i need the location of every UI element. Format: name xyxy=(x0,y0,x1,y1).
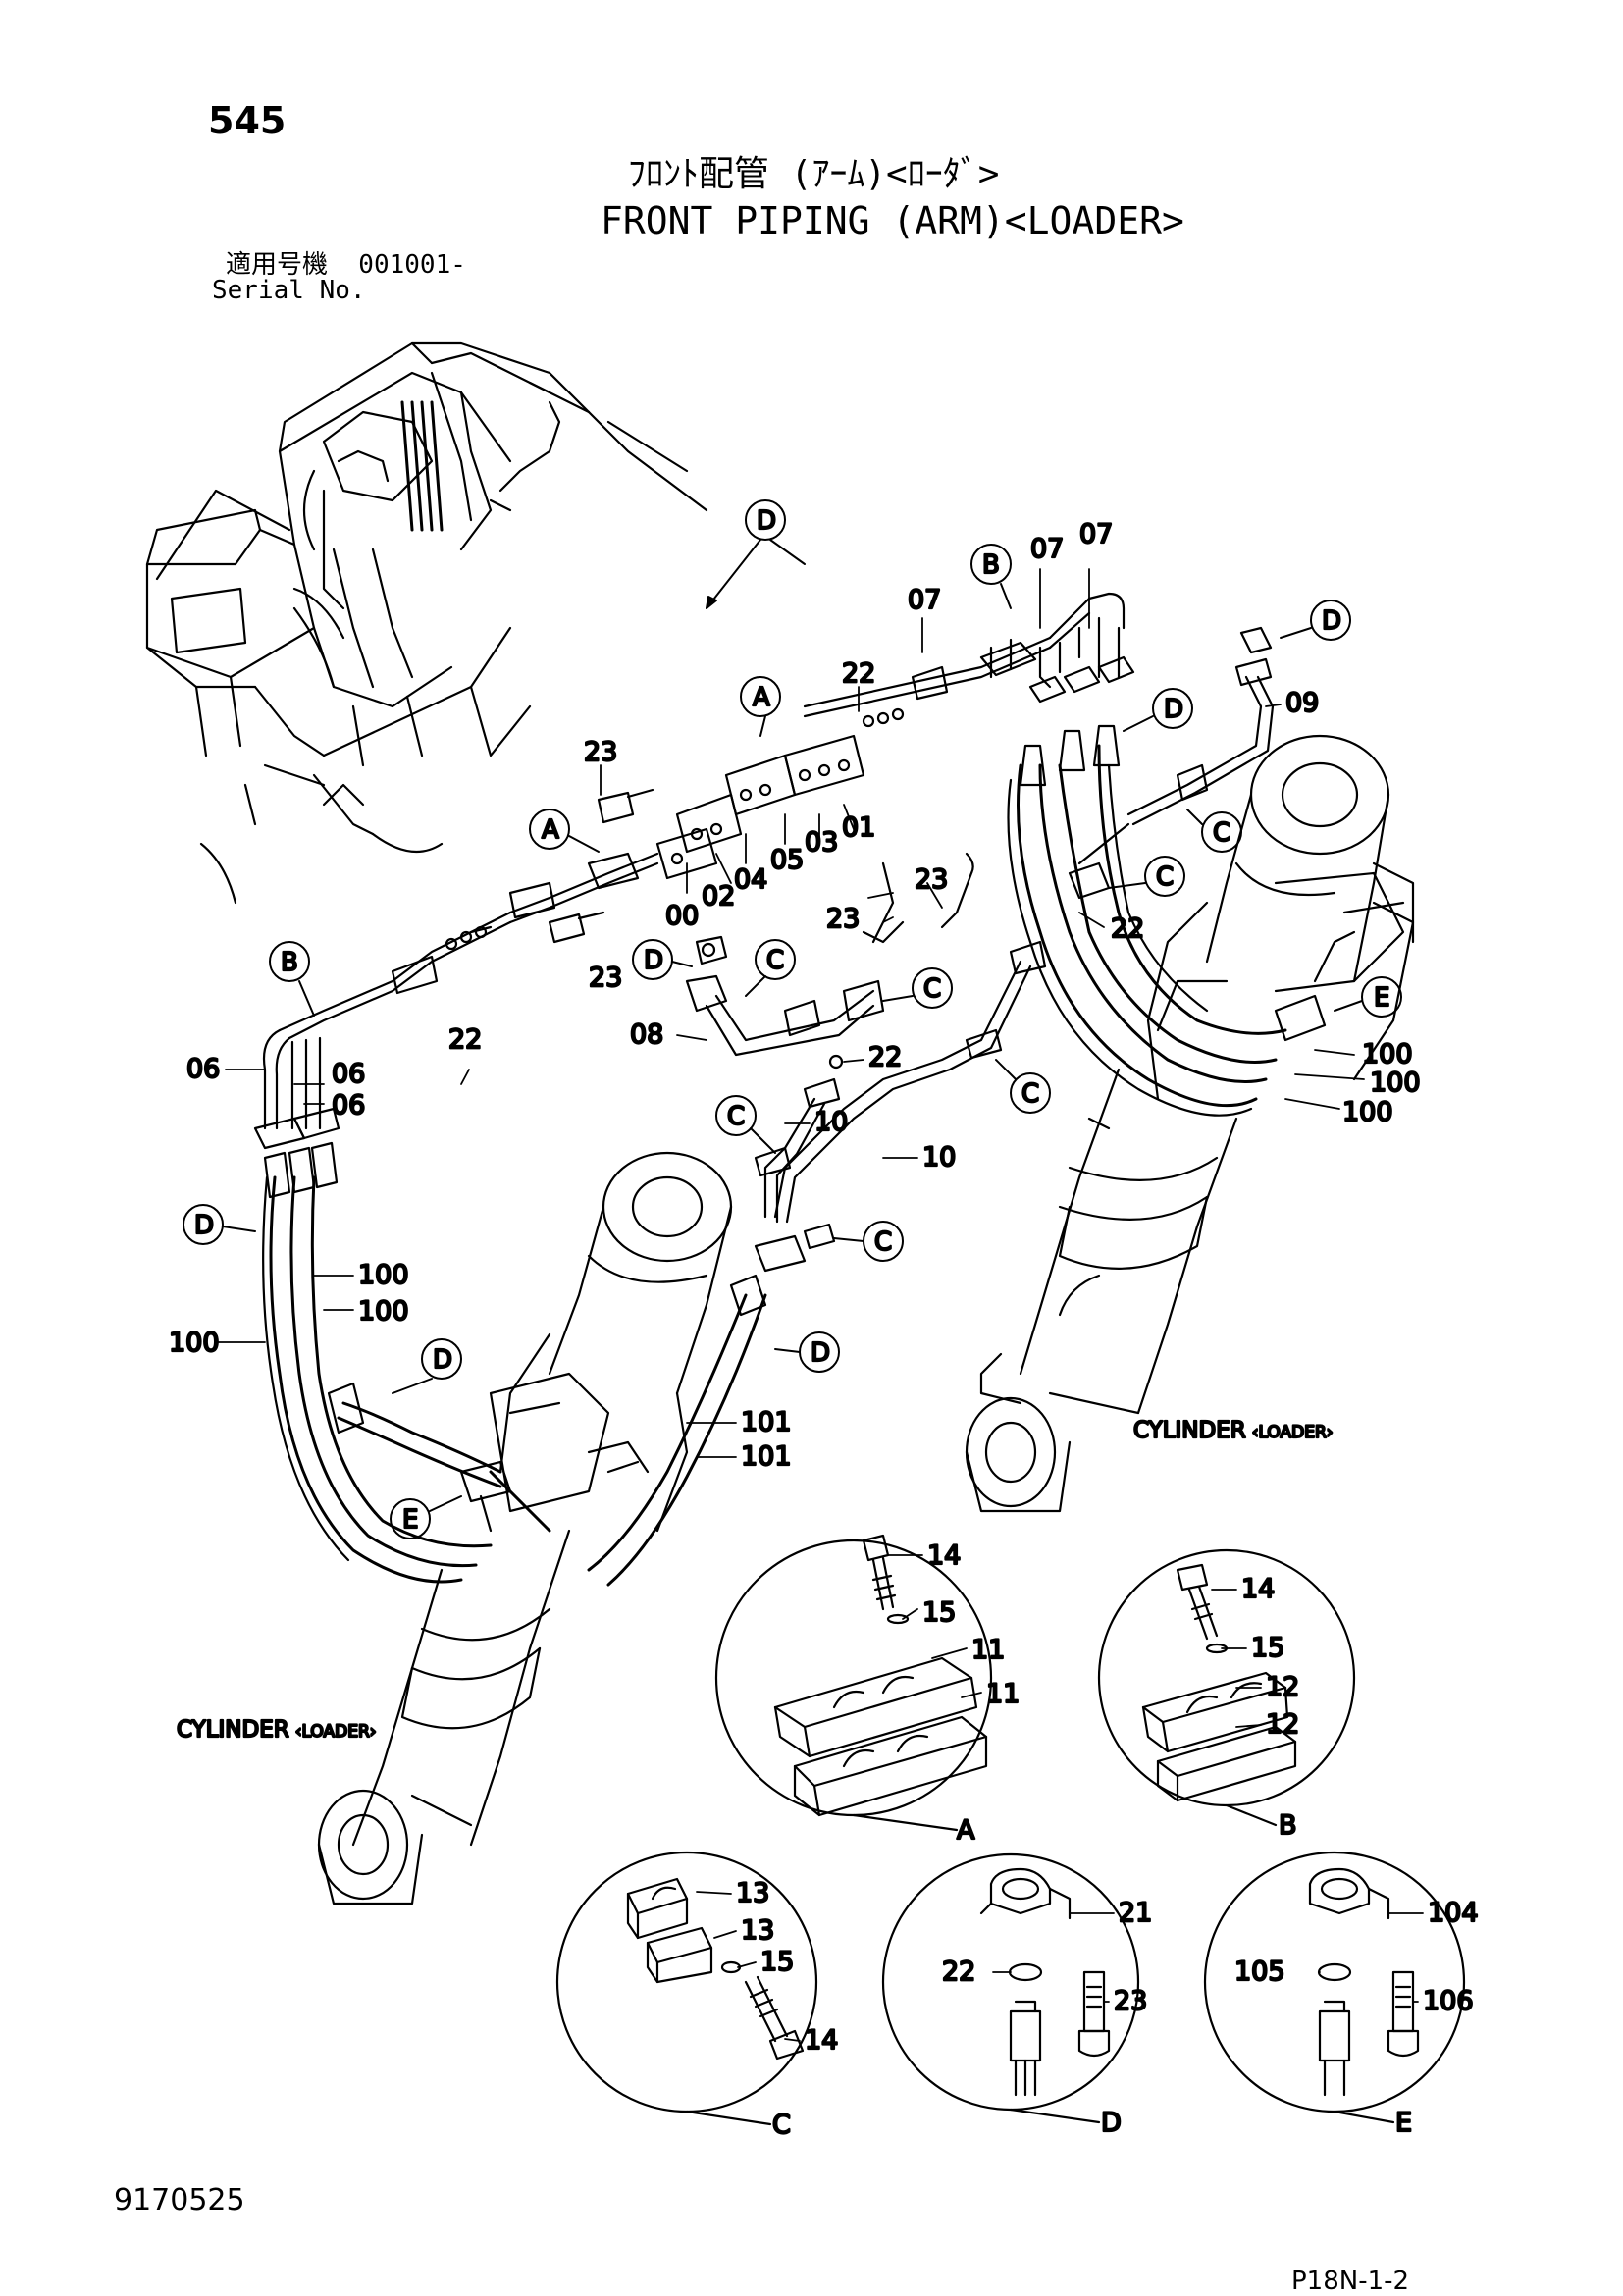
label-13-c2: 13 xyxy=(741,1915,774,1946)
label-22-top: 22 xyxy=(842,658,875,689)
label-06a: 06 xyxy=(186,1054,220,1084)
label-10a: 10 xyxy=(814,1107,848,1137)
label-03: 03 xyxy=(805,827,838,858)
label-14-c: 14 xyxy=(805,2025,838,2056)
label-15-c: 15 xyxy=(760,1947,794,1977)
callout-bubbles xyxy=(183,499,1402,1539)
label-01: 01 xyxy=(842,812,875,843)
callout-d-left-cyl: D xyxy=(433,1345,452,1375)
label-22-08: 22 xyxy=(868,1042,902,1072)
label-12-b2: 12 xyxy=(1266,1709,1299,1740)
piping-assembly xyxy=(253,592,1356,1587)
callout-d-101: D xyxy=(811,1338,830,1368)
callout-b-left: B xyxy=(281,948,298,977)
label-05: 05 xyxy=(770,845,804,875)
label-07c: 07 xyxy=(908,585,941,615)
callout-d-left: D xyxy=(194,1211,214,1240)
callout-b-top: B xyxy=(982,550,1000,580)
label-06c: 06 xyxy=(332,1090,365,1121)
label-22-d: 22 xyxy=(942,1957,975,1987)
label-100-left-c: 100 xyxy=(169,1328,220,1358)
detail-b-label: B xyxy=(1279,1810,1297,1841)
detail-d-label: D xyxy=(1101,2108,1122,2138)
page-number: 545 xyxy=(208,99,287,142)
detail-circles xyxy=(555,1539,1466,2126)
label-23-left: 23 xyxy=(589,963,622,993)
callout-d-08: D xyxy=(644,946,663,975)
callout-c-10a: C xyxy=(1021,1079,1039,1109)
page-reference: P18N-1-2 xyxy=(1291,2267,1410,2296)
label-07b: 07 xyxy=(1079,519,1113,549)
right-cylinder-illustration xyxy=(965,734,1415,1513)
document-number: 9170525 xyxy=(114,2183,245,2218)
detail-e-label: E xyxy=(1395,2108,1412,2138)
label-09: 09 xyxy=(1285,688,1319,718)
label-23-d: 23 xyxy=(1114,1986,1147,2016)
label-101a: 101 xyxy=(741,1407,792,1437)
callout-a-lower: A xyxy=(542,815,559,845)
serial-label-japanese: 適用号機 001001- xyxy=(226,250,466,280)
callout-a-upper: A xyxy=(753,683,770,712)
label-23-mid2: 23 xyxy=(826,904,860,934)
callout-c-10b: C xyxy=(727,1102,745,1131)
label-23-top: 23 xyxy=(584,737,617,767)
label-13-c1: 13 xyxy=(736,1878,769,1908)
detail-c-contents xyxy=(626,1877,805,2061)
label-14-b: 14 xyxy=(1241,1574,1275,1604)
serial-label-english: Serial No. xyxy=(212,276,366,305)
callout-c-08a: C xyxy=(766,946,784,975)
label-21-d: 21 xyxy=(1119,1898,1152,1928)
detail-c-label: C xyxy=(772,2110,791,2140)
label-07a: 07 xyxy=(1030,534,1064,564)
label-14-a: 14 xyxy=(927,1540,961,1571)
detail-a-label: A xyxy=(957,1815,975,1846)
label-100-right-b: 100 xyxy=(1370,1068,1421,1098)
callout-c-09: C xyxy=(1213,818,1230,848)
label-100-left-a: 100 xyxy=(358,1260,409,1290)
label-104-e: 104 xyxy=(1428,1898,1479,1928)
label-02: 02 xyxy=(702,881,735,912)
title-japanese: ﾌﾛﾝﾄ配管 (ｱｰﾑ)<ﾛｰﾀﾞ> xyxy=(628,154,1000,194)
callout-d-right-top: D xyxy=(1322,606,1341,636)
detail-e-contents xyxy=(1308,1867,1420,2097)
callout-c-22: C xyxy=(1156,862,1174,892)
cylinder-label-right: CYLINDER‹LOADER› xyxy=(1133,1418,1334,1443)
label-22-left: 22 xyxy=(448,1024,482,1055)
label-00: 00 xyxy=(665,901,699,931)
left-cylinder-illustration xyxy=(317,1151,733,1905)
callout-e-right: E xyxy=(1374,983,1389,1013)
label-11-a2: 11 xyxy=(986,1679,1020,1709)
title-english: FRONT PIPING (ARM)<LOADER> xyxy=(601,199,1184,242)
label-04: 04 xyxy=(734,864,767,895)
callout-e-left: E xyxy=(402,1505,418,1535)
detail-a-contents xyxy=(773,1534,988,1817)
machine-overview-illustration xyxy=(145,341,708,905)
label-105-e: 105 xyxy=(1234,1957,1285,1987)
detail-d-contents xyxy=(979,1867,1111,2097)
label-100-right-a: 100 xyxy=(1362,1039,1413,1070)
cylinder-label-left: CYLINDER‹LOADER› xyxy=(177,1717,377,1743)
callout-d-hose: D xyxy=(1164,695,1183,724)
label-11-a1: 11 xyxy=(971,1635,1005,1665)
callout-c-08b: C xyxy=(923,974,941,1004)
label-101b: 101 xyxy=(741,1441,792,1472)
label-100-left-b: 100 xyxy=(358,1296,409,1327)
label-12-b1: 12 xyxy=(1266,1672,1299,1702)
label-10b: 10 xyxy=(922,1142,956,1173)
label-23-mid: 23 xyxy=(915,864,948,895)
label-15-a: 15 xyxy=(922,1597,956,1628)
label-15-b: 15 xyxy=(1251,1633,1284,1663)
callout-c-10c: C xyxy=(874,1227,892,1257)
label-106-e: 106 xyxy=(1423,1986,1474,2016)
label-08: 08 xyxy=(630,1019,663,1050)
callout-d-top: D xyxy=(757,506,776,536)
label-06b: 06 xyxy=(332,1059,365,1089)
label-100-right-c: 100 xyxy=(1342,1097,1393,1127)
label-leaders xyxy=(215,568,1424,2042)
label-22-right: 22 xyxy=(1111,913,1144,944)
